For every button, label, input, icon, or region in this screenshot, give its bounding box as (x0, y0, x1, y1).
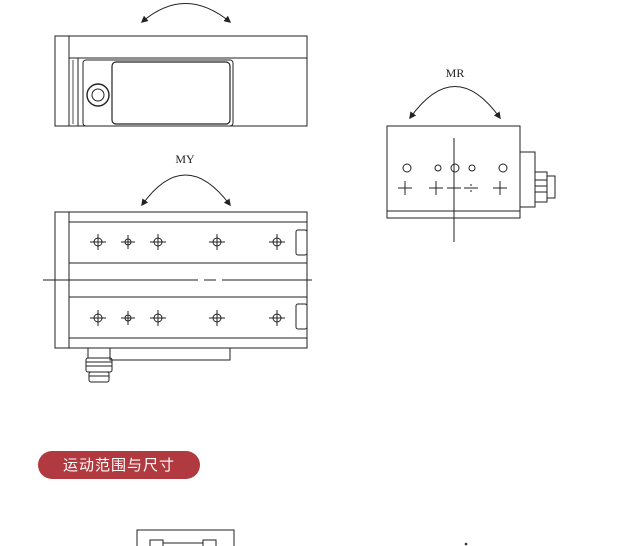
lower-mounting-holes (90, 310, 285, 326)
end-cable-connector (519, 151, 536, 208)
top-fixing-knob (86, 83, 110, 107)
top-connector-plate (82, 59, 234, 127)
top-stage-body (54, 35, 308, 127)
my-rotation-arrow (141, 174, 231, 207)
plan-cable-gland (85, 347, 113, 383)
section-title-badge: 运动范围与尺寸 (38, 451, 200, 479)
plan-view (43, 174, 318, 383)
mr-label: MR (446, 66, 465, 80)
bottom-partial-view (136, 529, 468, 546)
mz-rotation-arrow (140, 3, 232, 23)
my-label: MY (175, 152, 195, 166)
upper-mounting-holes (90, 234, 285, 250)
mr-rotation-arrow (409, 86, 501, 120)
end-view (386, 86, 556, 242)
top-stage-view (54, 3, 308, 127)
plan-bottom-plate (109, 347, 231, 361)
